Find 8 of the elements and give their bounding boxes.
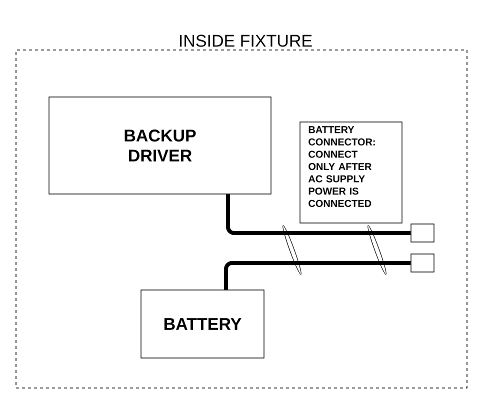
connector-box [410, 224, 434, 242]
note-box: BATTERY CONNECTOR: CONNECT ONLY AFTER AC SUPPLY POWER IS CONNECTED [300, 122, 402, 224]
wire [224, 261, 411, 290]
battery-box: BATTERY [140, 290, 264, 358]
connector-box [410, 254, 434, 272]
wire [226, 194, 411, 235]
driver-box: BACKUP DRIVER [48, 96, 272, 194]
node-label: INSIDE FIXTURE [180, 34, 312, 47]
